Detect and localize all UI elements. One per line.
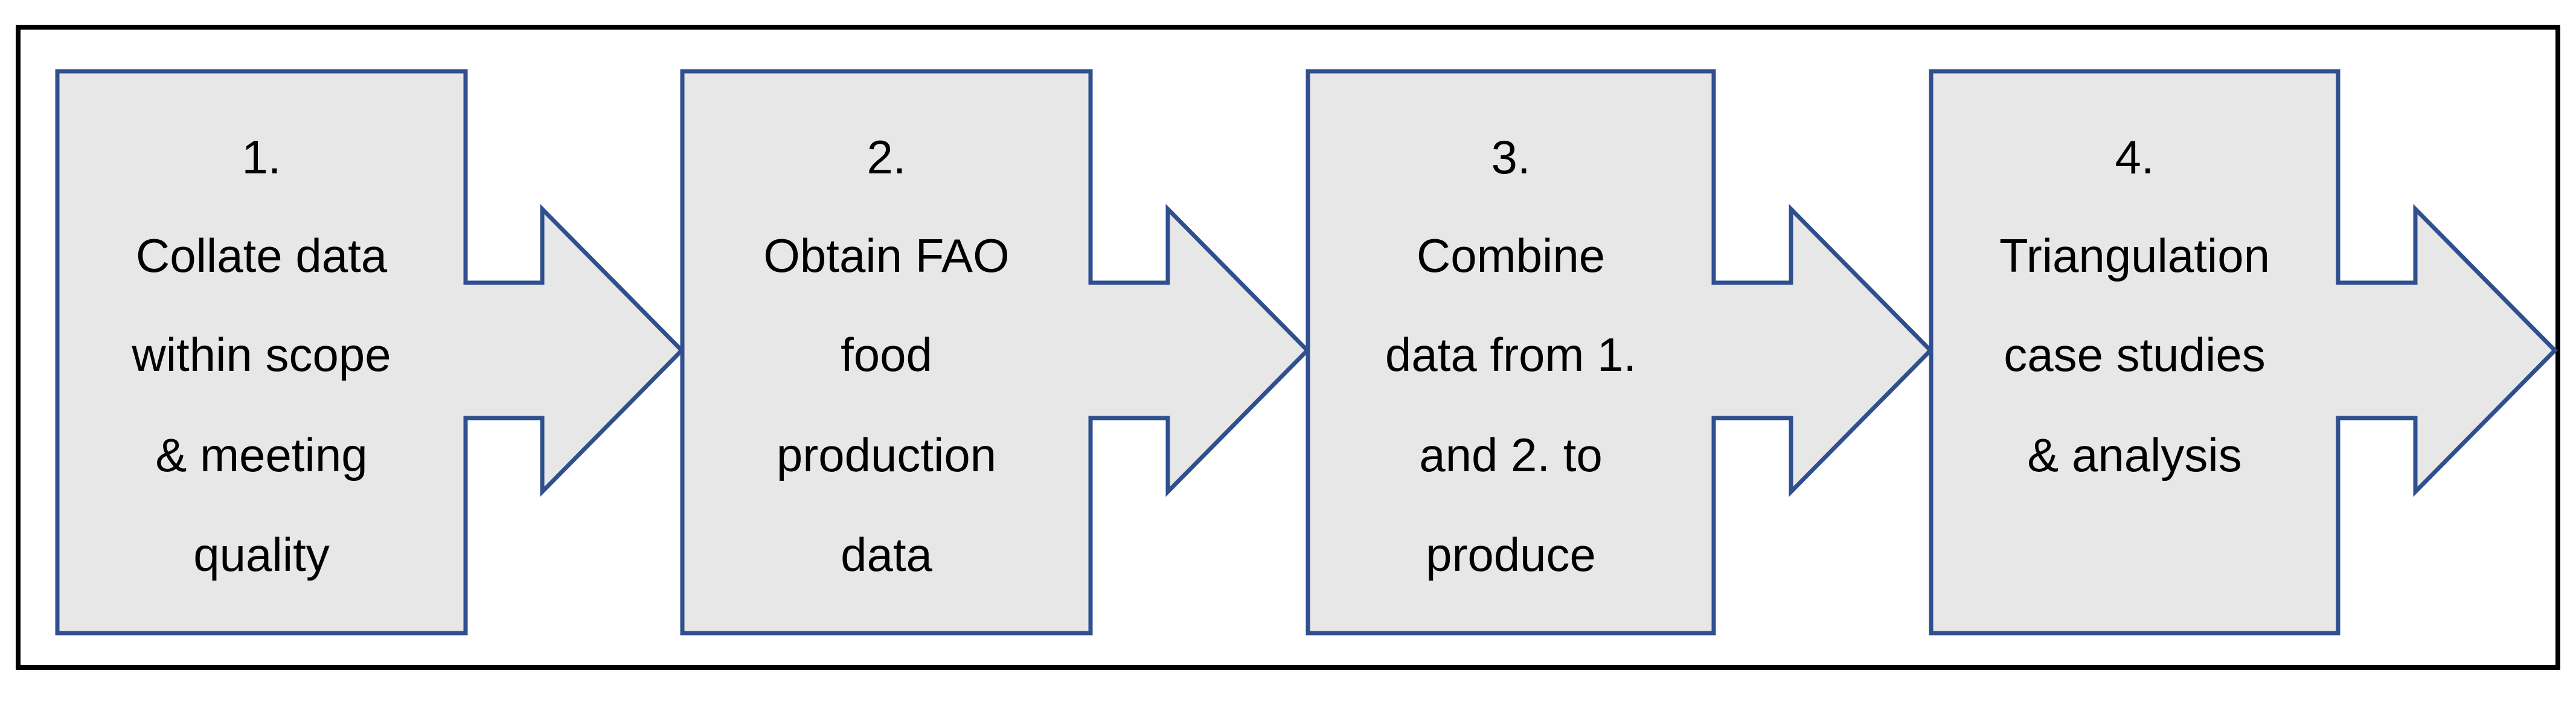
step-2-line-1: Obtain FAO: [763, 229, 1010, 282]
step-1-number: 1.: [242, 130, 281, 184]
step-4-number: 4.: [2115, 130, 2154, 184]
step-3: 3. Combine data from 1. and 2. to produc…: [1306, 69, 1934, 636]
step-3-line-3: and 2. to: [1419, 428, 1603, 481]
step-1-line-1: Collate data: [136, 229, 388, 282]
step-1-arrow-shape: [55, 69, 685, 636]
step-1: 1. Collate data within scope & meeting q…: [55, 69, 685, 636]
step-3-number: 3.: [1491, 130, 1530, 184]
step-2-line-3: production: [777, 428, 996, 481]
step-1-line-2: within scope: [131, 328, 391, 381]
step-3-line-2: data from 1.: [1385, 328, 1636, 381]
step-1-line-4: quality: [193, 528, 329, 581]
step-2-line-4: data: [841, 528, 932, 581]
step-4-line-3: & analysis: [2027, 428, 2242, 481]
step-4-line-1: Triangulation: [1999, 229, 2270, 282]
step-4-line-2: case studies: [2004, 328, 2266, 381]
step-3-line-1: Combine: [1417, 229, 1605, 282]
step-4: 4. Triangulation case studies & analysis: [1929, 69, 2558, 636]
step-3-arrow-shape: [1306, 69, 1934, 636]
step-2-arrow-shape: [680, 69, 1310, 636]
step-2: 2. Obtain FAO food production data: [680, 69, 1310, 636]
step-2-number: 2.: [867, 130, 906, 184]
step-2-line-2: food: [841, 328, 932, 381]
step-1-line-3: & meeting: [155, 428, 367, 481]
step-3-line-4: produce: [1426, 528, 1596, 581]
step-4-arrow-shape: [1929, 69, 2558, 636]
